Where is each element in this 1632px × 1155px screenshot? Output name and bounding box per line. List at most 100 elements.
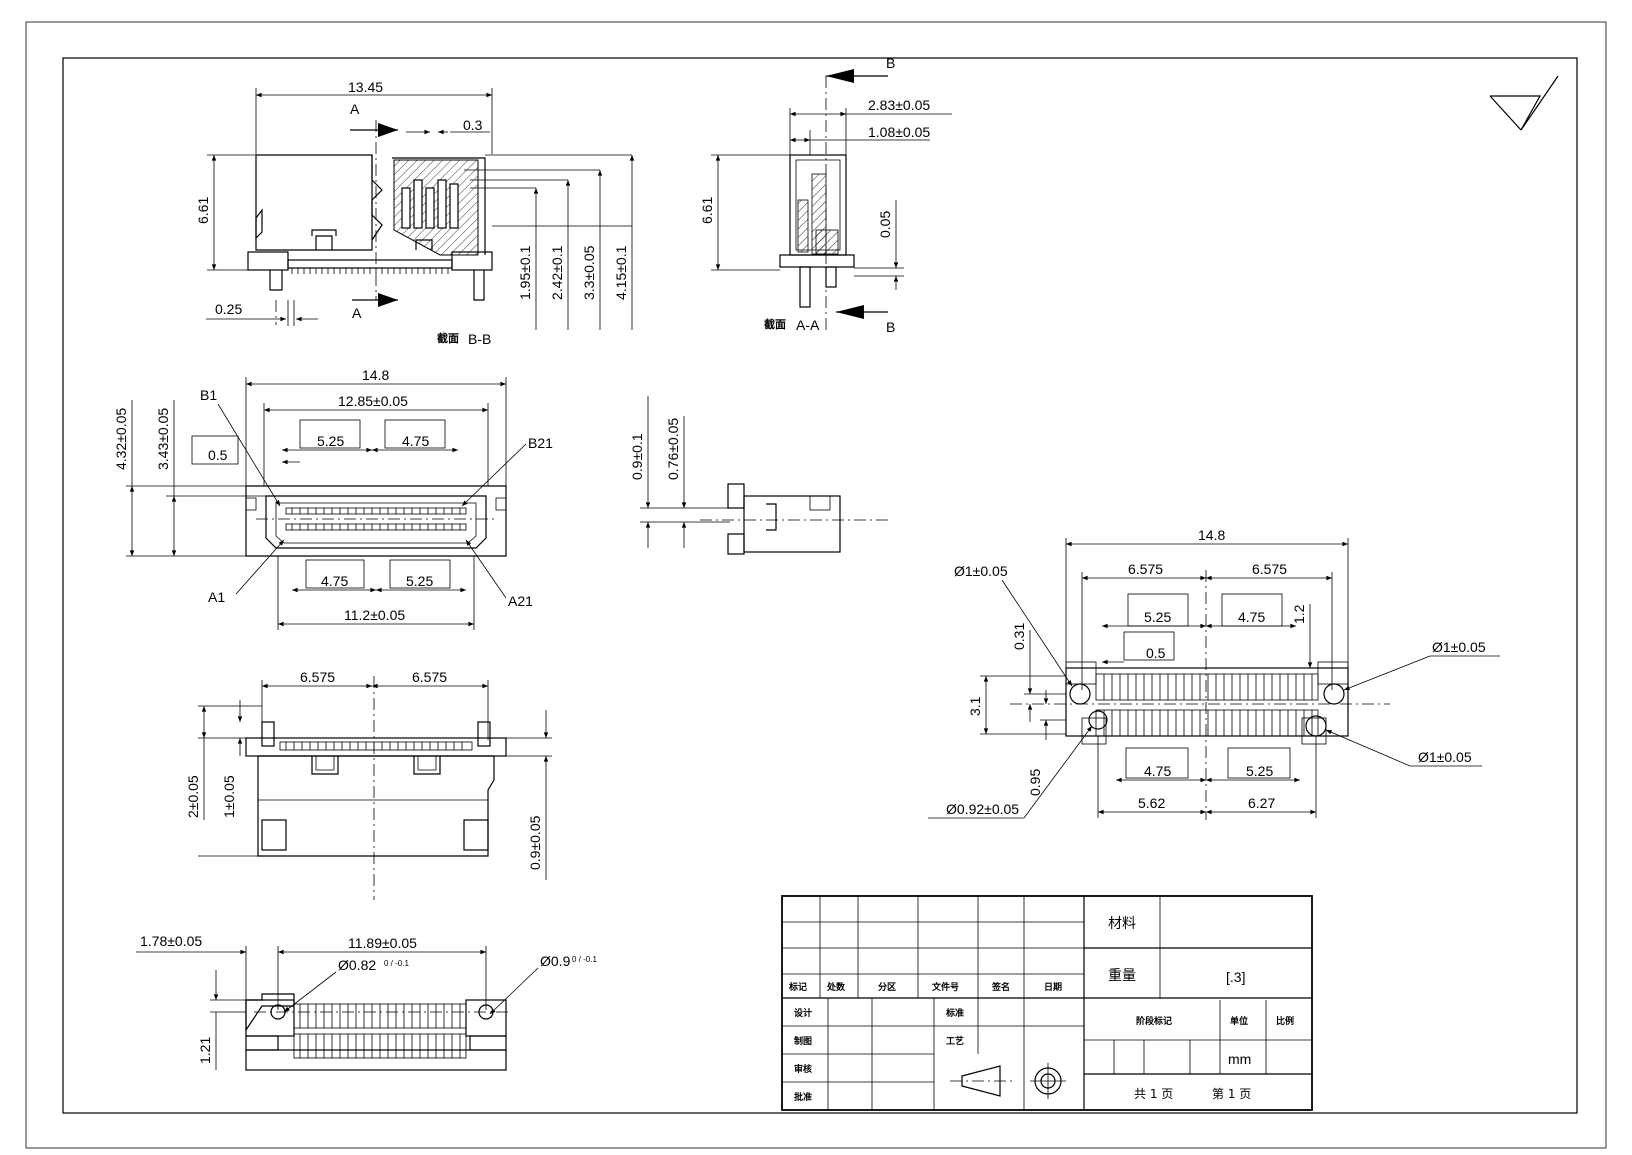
fp-31: 3.1 (967, 696, 983, 716)
dim-front-525: 5.25 (317, 433, 344, 449)
row-0: 设计 (794, 1007, 812, 1019)
fp-hole-tl: Ø1±0.05 (954, 563, 1008, 579)
view-small-side: 0.9±0.1 0.76±0.05 (629, 396, 890, 555)
fp-left: 6.575 (1128, 561, 1163, 577)
std-label: 标准 (945, 1007, 964, 1019)
unit-value: mm (1228, 1051, 1251, 1067)
marker-b-top: B (886, 55, 895, 71)
roughness-symbol (1489, 75, 1559, 131)
fp-b627: 6.27 (1248, 795, 1275, 811)
dim-front-b475: 4.75 (321, 573, 348, 589)
projection-symbol (950, 1063, 1066, 1099)
hole-left-tol: 0 / -0.1 (384, 959, 409, 968)
weight-label: 重量 (1108, 968, 1136, 984)
row-2: 审核 (794, 1063, 812, 1075)
dim-front-h1: 4.32±0.05 (113, 408, 129, 470)
fp-b525: 5.25 (1246, 763, 1273, 779)
dim-top-width: 13.45 (348, 79, 383, 95)
section-label: 截面 (437, 331, 459, 345)
fp-hole-tr: Ø1±0.05 (1432, 639, 1486, 655)
dim-r2: 2.42±0.1 (549, 245, 565, 300)
title-block: 标记 处数 分区 文件号 签名 日期 设计 制图 审核 批准 标准 工艺 (781, 895, 1313, 1111)
hole-right-tol: 0 / -0.1 (572, 955, 597, 964)
fp-hole-br: Ø1±0.05 (1418, 749, 1472, 765)
fp-hole-bl: Ø0.92±0.05 (946, 801, 1019, 817)
dim-front-h2: 3.43±0.05 (155, 408, 171, 470)
section-name-aa: A-A (796, 317, 820, 333)
dim-height: 6.61 (195, 197, 211, 224)
label-b1: B1 (200, 387, 217, 403)
dim-front-b525: 5.25 (406, 573, 433, 589)
hdr-0: 标记 (788, 981, 807, 993)
view-section-aa: B B 2.83±0.05 1.08±0.05 6.61 0.05 (699, 55, 952, 335)
row-1: 制图 (794, 1035, 812, 1047)
pages-total: 共 1 页 (1134, 1087, 1173, 1101)
dim-front-05: 0.5 (208, 447, 228, 463)
fp-right: 6.575 (1252, 561, 1287, 577)
stage-label: 阶段标记 (1136, 1015, 1172, 1027)
dim-aa-b: 1.08±0.05 (868, 124, 930, 140)
dim-r4: 4.15±0.1 (613, 245, 629, 300)
view-bottom: 6.575 6.575 2±0.05 1±0.05 0.9±0.05 (185, 669, 552, 900)
view-pcb: 11.89±0.05 1.78±0.05 Ø0.82 0 / -0.1 Ø0.9… (136, 933, 597, 1071)
view-side-section-bb: 13.45 A A 0.3 (195, 79, 635, 347)
dim-front-475: 4.75 (402, 433, 429, 449)
dim-aa-c: 0.05 (877, 211, 893, 238)
dim-aa-height: 6.61 (699, 197, 715, 224)
dim-front-bottom: 11.2±0.05 (344, 607, 405, 623)
dim-front-width: 14.8 (362, 367, 389, 383)
hdr-2: 分区 (878, 981, 896, 993)
marker-b-bottom: B (886, 319, 895, 335)
section-label-aa: 截面 (764, 317, 786, 331)
inner-border (62, 57, 1578, 1114)
section-name: B-B (468, 331, 491, 347)
view-footprint: 14.8 6.575 6.575 5.25 4.75 0.5 1.2 (928, 527, 1500, 820)
hdr-3: 文件号 (931, 981, 959, 993)
hole-left-label: Ø0.82 (338, 957, 376, 973)
dim-small-d1: 0.9±0.1 (629, 433, 645, 480)
fp-095: 0.95 (1027, 769, 1043, 796)
dim-pcb-height: 1.21 (197, 1037, 213, 1064)
dim-pitch: 0.3 (463, 117, 483, 133)
hdr-4: 签名 (991, 981, 1010, 993)
hdr-1: 处数 (826, 981, 846, 993)
dim-offset: 0.25 (215, 301, 242, 317)
dim-r3: 3.3±0.05 (581, 245, 597, 300)
dim-bottom-h1: 2±0.05 (185, 775, 201, 818)
craft-label: 工艺 (946, 1035, 964, 1047)
dim-bottom-h3: 0.9±0.05 (527, 815, 543, 870)
page-current: 第 1 页 (1212, 1087, 1251, 1101)
dim-small-d2: 0.76±0.05 (665, 418, 681, 480)
dim-front-inner: 12.85±0.05 (338, 393, 408, 409)
fp-width: 14.8 (1198, 527, 1225, 543)
fp-b562: 5.62 (1138, 795, 1165, 811)
scale-label: 比例 (1276, 1015, 1294, 1027)
dim-bottom-h2: 1±0.05 (221, 775, 237, 818)
label-a1: A1 (208, 589, 225, 605)
fp-475: 4.75 (1238, 609, 1265, 625)
fp-12: 1.2 (1291, 604, 1307, 624)
fp-031: 0.31 (1011, 623, 1027, 650)
outer-border (25, 21, 1607, 1149)
section-marker-bottom: A (352, 305, 362, 321)
hole-right-label: Ø0.9 (540, 953, 571, 969)
label-b21: B21 (528, 435, 553, 451)
fp-525: 5.25 (1144, 609, 1171, 625)
view-front: 14.8 12.85±0.05 5.25 4.75 0.5 (113, 367, 553, 630)
label-a21: A21 (508, 593, 533, 609)
weight-value: [.3] (1226, 969, 1245, 985)
fp-05: 0.5 (1146, 645, 1166, 661)
row-3: 批准 (794, 1091, 812, 1103)
dim-pcb-width: 11.89±0.05 (348, 935, 417, 951)
section-marker-top: A (350, 101, 360, 117)
hdr-5: 日期 (1044, 981, 1062, 993)
fp-b475: 4.75 (1144, 763, 1171, 779)
dim-aa-a: 2.83±0.05 (868, 97, 930, 113)
unit-label: 单位 (1230, 1015, 1248, 1027)
dim-bottom-left: 6.575 (300, 669, 335, 685)
dim-r1: 1.95±0.1 (517, 245, 533, 300)
dim-pcb-left: 1.78±0.05 (140, 933, 202, 949)
material-label: 材料 (1108, 916, 1136, 932)
dim-bottom-right: 6.575 (412, 669, 447, 685)
